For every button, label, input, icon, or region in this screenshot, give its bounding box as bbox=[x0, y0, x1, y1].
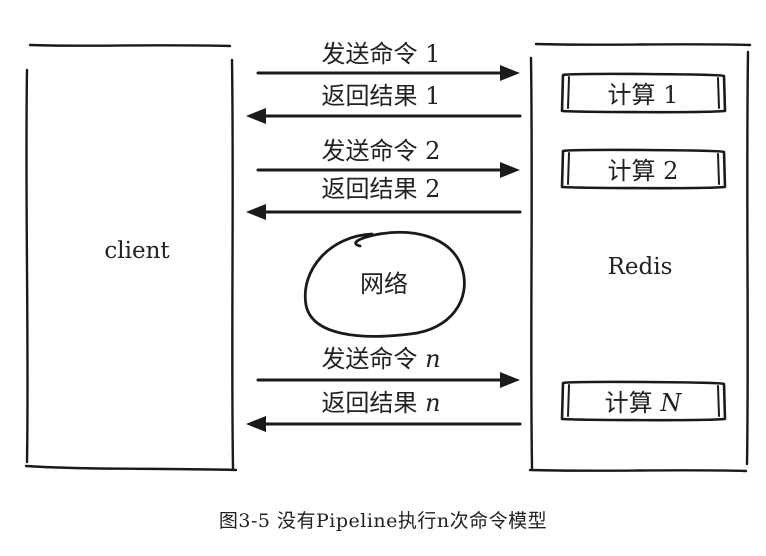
send-label-n: 发送命令 bbox=[321, 345, 425, 373]
compute-label-n: 计算 bbox=[605, 389, 661, 417]
svg-text:发送命令 n: 发送命令 n bbox=[321, 345, 440, 373]
client-label: client bbox=[104, 238, 170, 264]
send-arrow-2 bbox=[256, 162, 520, 178]
redis-box: Redis bbox=[528, 42, 752, 473]
compute-box-1: 计算 1 bbox=[560, 72, 727, 114]
receive-arrow-2 bbox=[246, 204, 522, 220]
client-box: client bbox=[24, 43, 238, 472]
receive-arrow-n bbox=[246, 416, 522, 432]
svg-text:计算 1: 计算 1 bbox=[608, 81, 679, 109]
send-label-2: 发送命令 2 bbox=[322, 137, 441, 165]
compute-label-1: 计算 1 bbox=[608, 81, 679, 109]
send-arrow-1 bbox=[256, 65, 520, 81]
send-arrow-n bbox=[256, 372, 520, 388]
network-label: 网络 bbox=[360, 270, 408, 298]
receive-label-1: 返回结果 1 bbox=[322, 82, 441, 110]
compute-box-n: 计算 N bbox=[560, 380, 727, 422]
compute-n-italic: N bbox=[659, 389, 682, 417]
compute-label-2: 计算 2 bbox=[608, 157, 679, 185]
send-n-italic: n bbox=[425, 345, 440, 373]
compute-box-2: 计算 2 bbox=[560, 148, 727, 190]
figure-caption: 图3-5 没有Pipeline执行n次命令模型 bbox=[218, 510, 548, 532]
svg-text:计算 N: 计算 N bbox=[605, 389, 683, 417]
svg-text:计算 2: 计算 2 bbox=[608, 157, 679, 185]
svg-text:返回结果 n: 返回结果 n bbox=[321, 389, 440, 417]
receive-n-italic: n bbox=[425, 389, 440, 417]
receive-arrow-1 bbox=[246, 108, 522, 124]
network-cloud: 网络 bbox=[303, 230, 466, 338]
redis-label: Redis bbox=[608, 254, 673, 280]
receive-label-n: 返回结果 bbox=[321, 389, 425, 417]
receive-label-2: 返回结果 2 bbox=[322, 175, 441, 203]
send-label-1: 发送命令 1 bbox=[322, 40, 441, 68]
